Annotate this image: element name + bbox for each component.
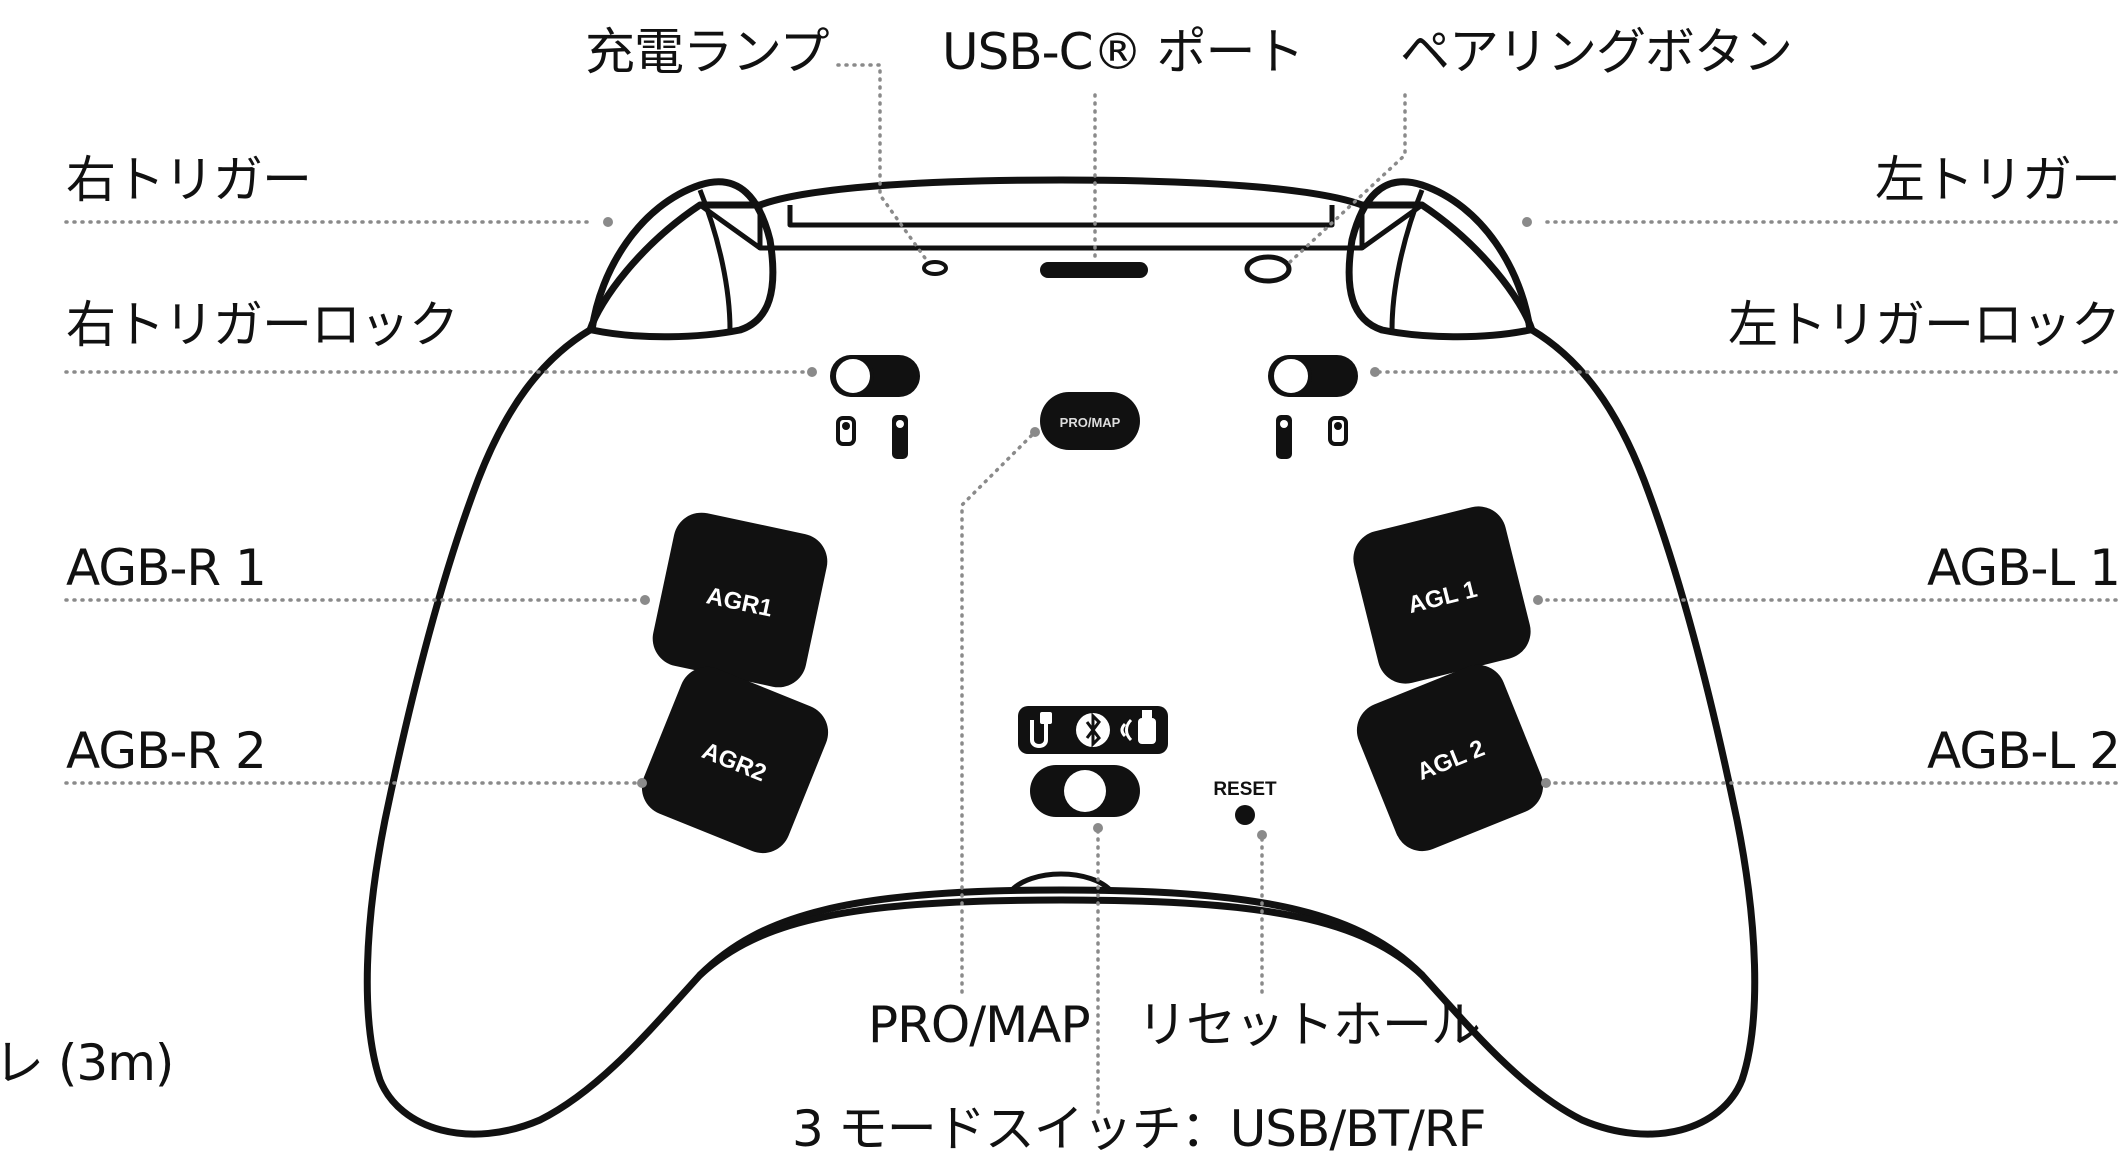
reset-hole[interactable] [1235,805,1255,825]
mode-switch[interactable] [1030,765,1140,817]
reset-hole-label: リセットホール [1137,996,1481,1054]
cable-length-label: レ (3m) [0,1034,174,1092]
left-trigger-lock-label: 左トリガーロック [1728,296,2121,354]
leader-lines [64,63,2118,1114]
agb-r2-label: AGB-R 2 [66,722,267,780]
mode-icons-panel [1018,706,1168,754]
left-trigger-edge [1389,189,1425,331]
controller-body-outline [363,326,1759,1138]
usbc-port [1040,262,1148,278]
right-trigger-shape [588,178,777,341]
left-trigger-lock-switch[interactable] [1268,355,1358,459]
top-bar-rail [787,205,1335,228]
pro-map-button-text: PRO/MAP [1060,415,1121,430]
center-notch [1008,871,1114,894]
right-trigger-lock-switch[interactable] [830,355,920,459]
reset-text: RESET [1213,779,1277,800]
bluetooth-icon [1076,712,1110,748]
pro-map-label: PRO/MAP [868,996,1091,1054]
charging-lamp [922,260,948,276]
usb-cable-icon [1030,712,1052,748]
right-trigger-lock-label: 右トリガーロック [66,296,459,354]
grip-inner-curve [696,896,1426,979]
rf-dongle-icon [1120,710,1156,744]
agl2-button[interactable]: AGL 2 [1348,656,1551,859]
mode-switch-label: 3 モードスイッチ：USB/BT/RF [792,1100,1486,1158]
agb-l1-label: AGB-L 1 [1927,539,2121,597]
agl1-button[interactable]: AGL 1 [1347,500,1536,689]
right-trigger-label: 右トリガー [66,151,312,209]
leader-dots [603,217,1551,840]
top-housing [586,176,1536,334]
left-trigger-label: 左トリガー [1875,151,2121,209]
pairing-button[interactable] [1244,254,1292,284]
top-bar-upper [757,205,1365,251]
right-trigger-edge [697,189,733,331]
agb-l2-label: AGB-L 2 [1927,722,2121,780]
agb-r1-label: AGB-R 1 [66,539,267,597]
agr1-button[interactable]: AGR1 [647,507,832,692]
usbc-port-label: USB-C® ポート [942,23,1304,81]
left-trigger-shape [1345,178,1534,341]
pro-map-button[interactable]: PRO/MAP [1040,392,1140,450]
agr2-button[interactable]: AGR2 [633,658,836,861]
pairing-button-label: ペアリングボタン [1400,23,1793,81]
charging-lamp-label: 充電ランプ [585,23,829,81]
